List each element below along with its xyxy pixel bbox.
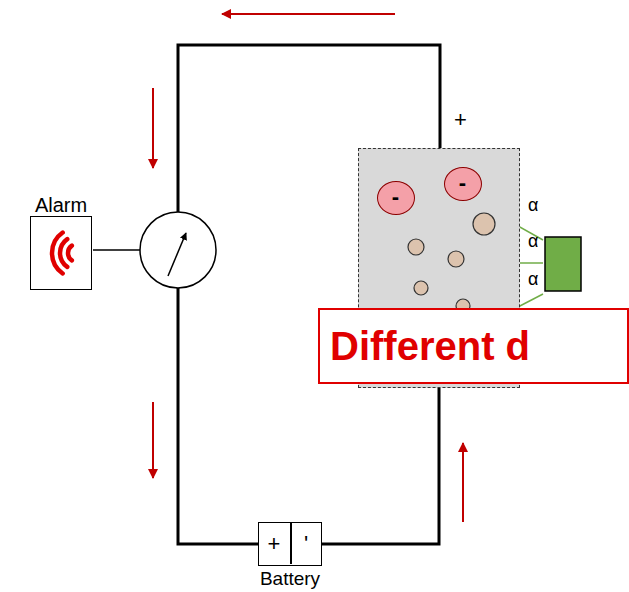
- left-wire: [178, 288, 258, 544]
- alarm-box: [30, 216, 92, 290]
- ion-sign: -: [378, 182, 413, 212]
- alarm-waves: [31, 217, 90, 288]
- negative-ion: -: [444, 167, 482, 201]
- battery-sign: ': [290, 522, 322, 566]
- battery-sign: +: [258, 522, 290, 566]
- battery-label: Battery: [238, 569, 342, 589]
- negative-ion: -: [377, 181, 415, 215]
- alarm-label: Alarm: [28, 194, 94, 216]
- alarm-node: Alarm: [28, 194, 94, 292]
- ion-sign: -: [445, 168, 480, 198]
- alarm-link: [93, 249, 140, 251]
- alpha-label: α: [528, 194, 538, 216]
- banner-box: Different d: [318, 308, 629, 384]
- alpha-label: α: [528, 230, 538, 252]
- circuit-wire: [322, 388, 439, 544]
- banner-text: Different d: [330, 310, 530, 382]
- battery-divider: [290, 523, 292, 564]
- alpha-source: [545, 237, 581, 291]
- terminal-sign: +: [454, 107, 467, 133]
- alpha-label: α: [528, 268, 538, 290]
- meter-symbol: [140, 212, 216, 288]
- battery-node: +'Battery: [258, 522, 322, 566]
